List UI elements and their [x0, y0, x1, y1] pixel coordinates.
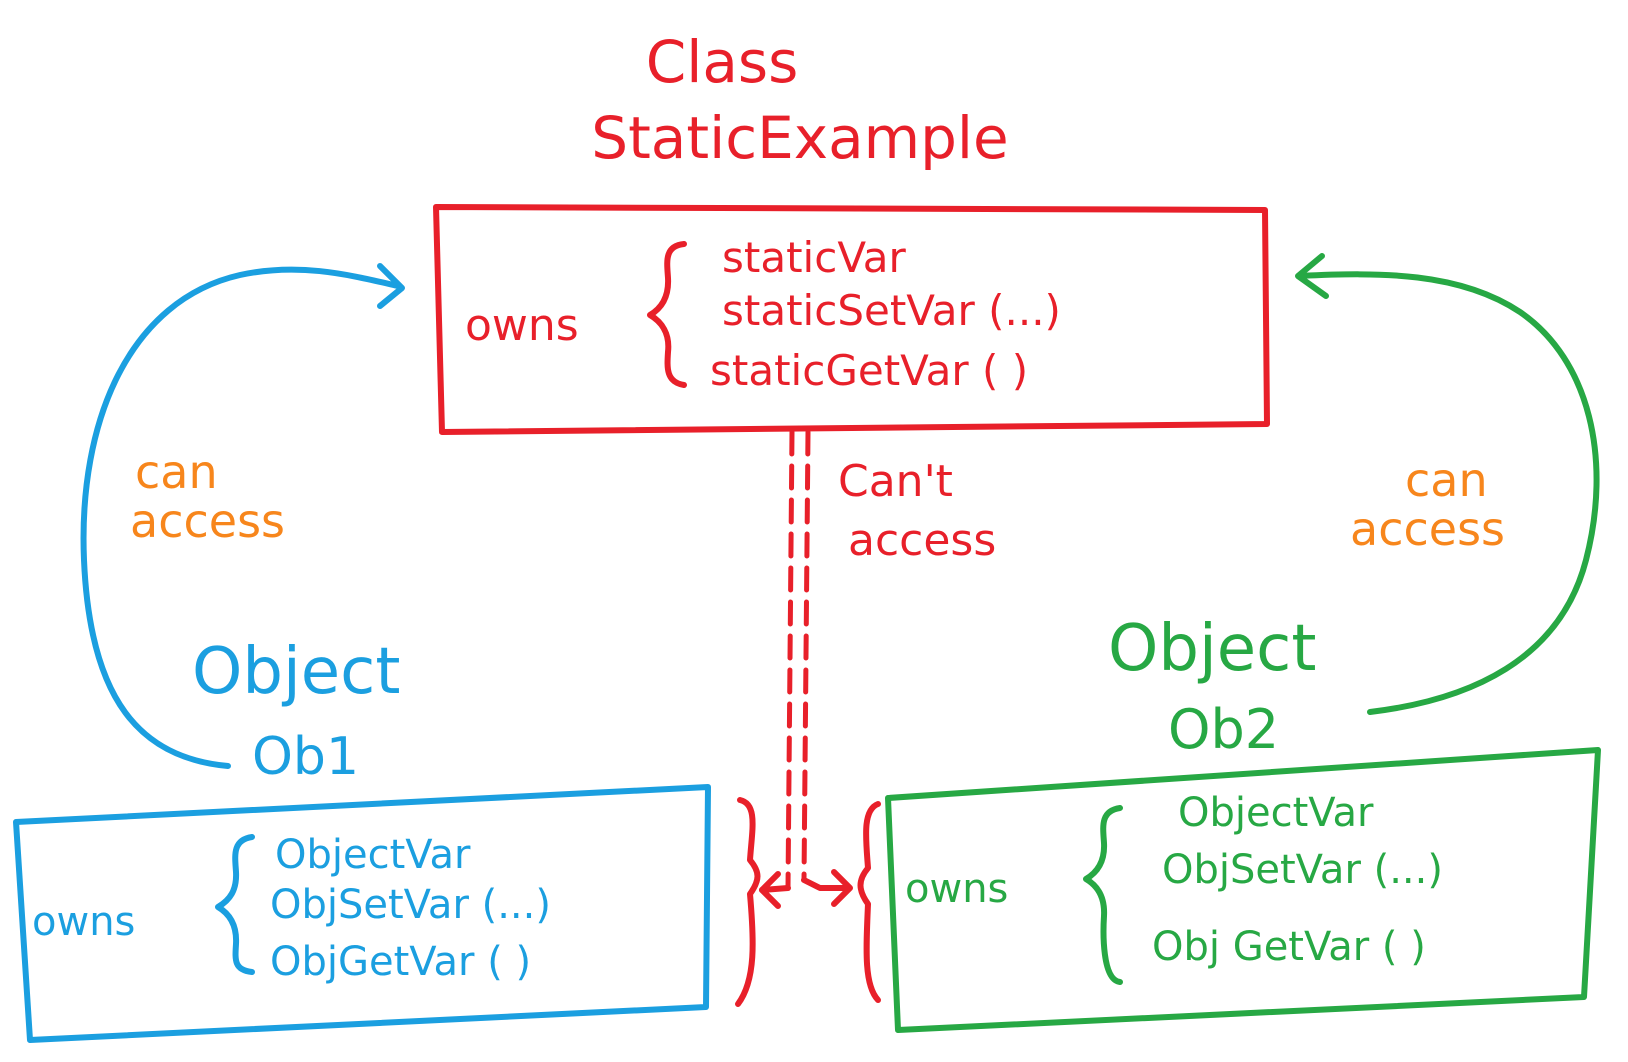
middle-edge-label-line2: access	[848, 515, 996, 566]
middle-edge-label-line1: Can't	[838, 456, 953, 507]
object1-to-class-arrow	[80, 266, 401, 769]
class-to-object1-dashed-line	[785, 429, 795, 891]
object2-to-class-arrow	[1297, 271, 1600, 715]
object1-member-obj-set-var: ObjSetVar (...)	[270, 882, 551, 928]
object2-left-bracket-icon	[857, 801, 881, 1003]
object2-box	[885, 747, 1601, 1033]
object2-brace-icon	[1083, 805, 1123, 985]
object2-title-line2: Ob2	[1168, 698, 1279, 761]
class-box	[433, 204, 1270, 435]
right-edge-label-line2: access	[1350, 502, 1505, 556]
object2-member-obj-get-var: Obj GetVar ( )	[1152, 924, 1426, 970]
class-brace-icon	[647, 241, 687, 388]
object2-member-obj-set-var: ObjSetVar (...)	[1162, 847, 1443, 893]
class-title-line2: StaticExample	[591, 104, 1008, 172]
object2-side-arrow	[801, 877, 851, 891]
object1-title-line2: Ob1	[252, 727, 359, 787]
object2-side-arrowhead-icon	[831, 869, 853, 907]
object1-arrowhead-icon	[377, 263, 405, 309]
class-to-object2-dashed-line	[801, 429, 811, 883]
object2-owns-label: owns	[905, 866, 1008, 912]
object1-member-obj-get-var: ObjGetVar ( )	[270, 939, 531, 985]
class-member-static-get-var: staticGetVar ( )	[710, 346, 1028, 395]
object2-member-object-var: ObjectVar	[1178, 790, 1374, 836]
class-member-static-set-var: staticSetVar (...)	[722, 286, 1061, 335]
object1-title-line1: Object	[192, 635, 400, 709]
object1-right-bracket-icon	[735, 797, 761, 1007]
object1-brace-icon	[215, 834, 255, 975]
class-title-line1: Class	[646, 28, 799, 96]
object1-side-arrowhead-icon	[759, 871, 781, 909]
class-owns-label: owns	[465, 300, 579, 351]
right-edge-label-line1: can	[1405, 453, 1488, 507]
object1-member-object-var: ObjectVar	[275, 832, 471, 878]
left-edge-label-line1: can	[135, 445, 218, 499]
class-member-static-var: staticVar	[722, 233, 907, 282]
object1-owns-label: owns	[32, 899, 135, 945]
object2-title-line1: Object	[1108, 612, 1316, 686]
object2-arrowhead-icon	[1295, 253, 1329, 299]
left-edge-label-line2: access	[130, 494, 285, 548]
object1-box	[13, 784, 711, 1043]
